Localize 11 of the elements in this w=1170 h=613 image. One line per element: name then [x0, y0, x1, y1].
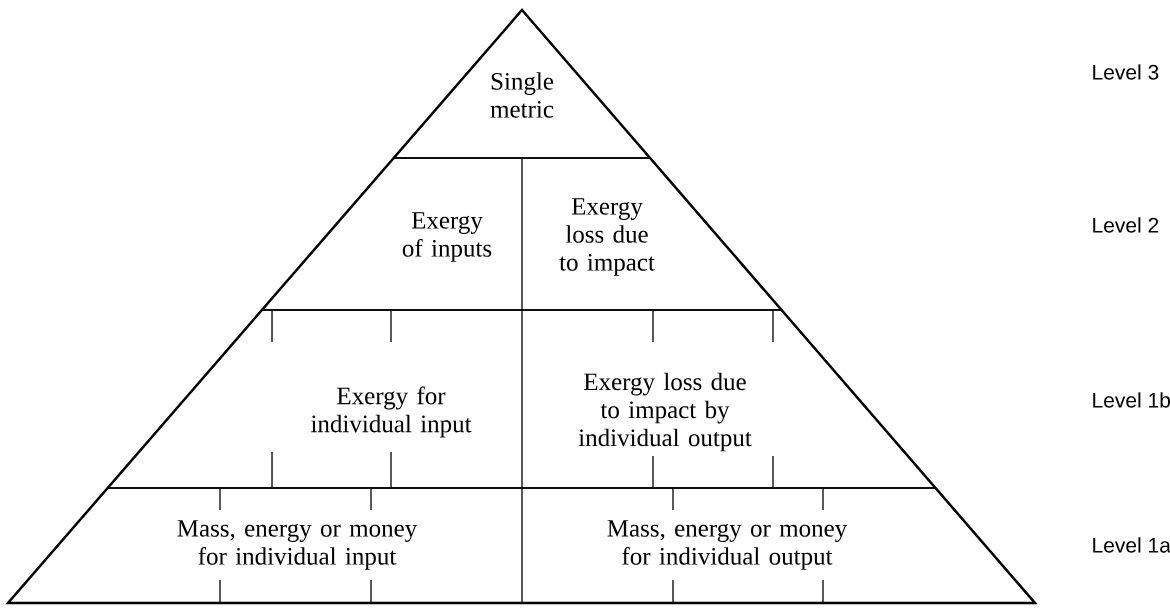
pyramid-cell: Mass, energy or money for individual output — [521, 487, 1037, 604]
pyramid-cell: Exergy of inputs — [261, 157, 523, 311]
pyramid-cell: Exergy loss due to impact — [521, 157, 783, 311]
level-label: Level 3 — [1093, 64, 1159, 80]
node-label: Single metric — [490, 72, 554, 118]
pyramid-cell: Mass, energy or money for individual input — [7, 487, 523, 604]
level-label: Level 1b — [1093, 392, 1170, 408]
pyramid-cell: Exergy for individual input — [107, 309, 523, 489]
level-label: Level 1a — [1093, 537, 1170, 553]
pyramid-cell: Exergy loss due to impact by individual output — [521, 309, 937, 489]
level-label: Level 2 — [1093, 217, 1159, 233]
